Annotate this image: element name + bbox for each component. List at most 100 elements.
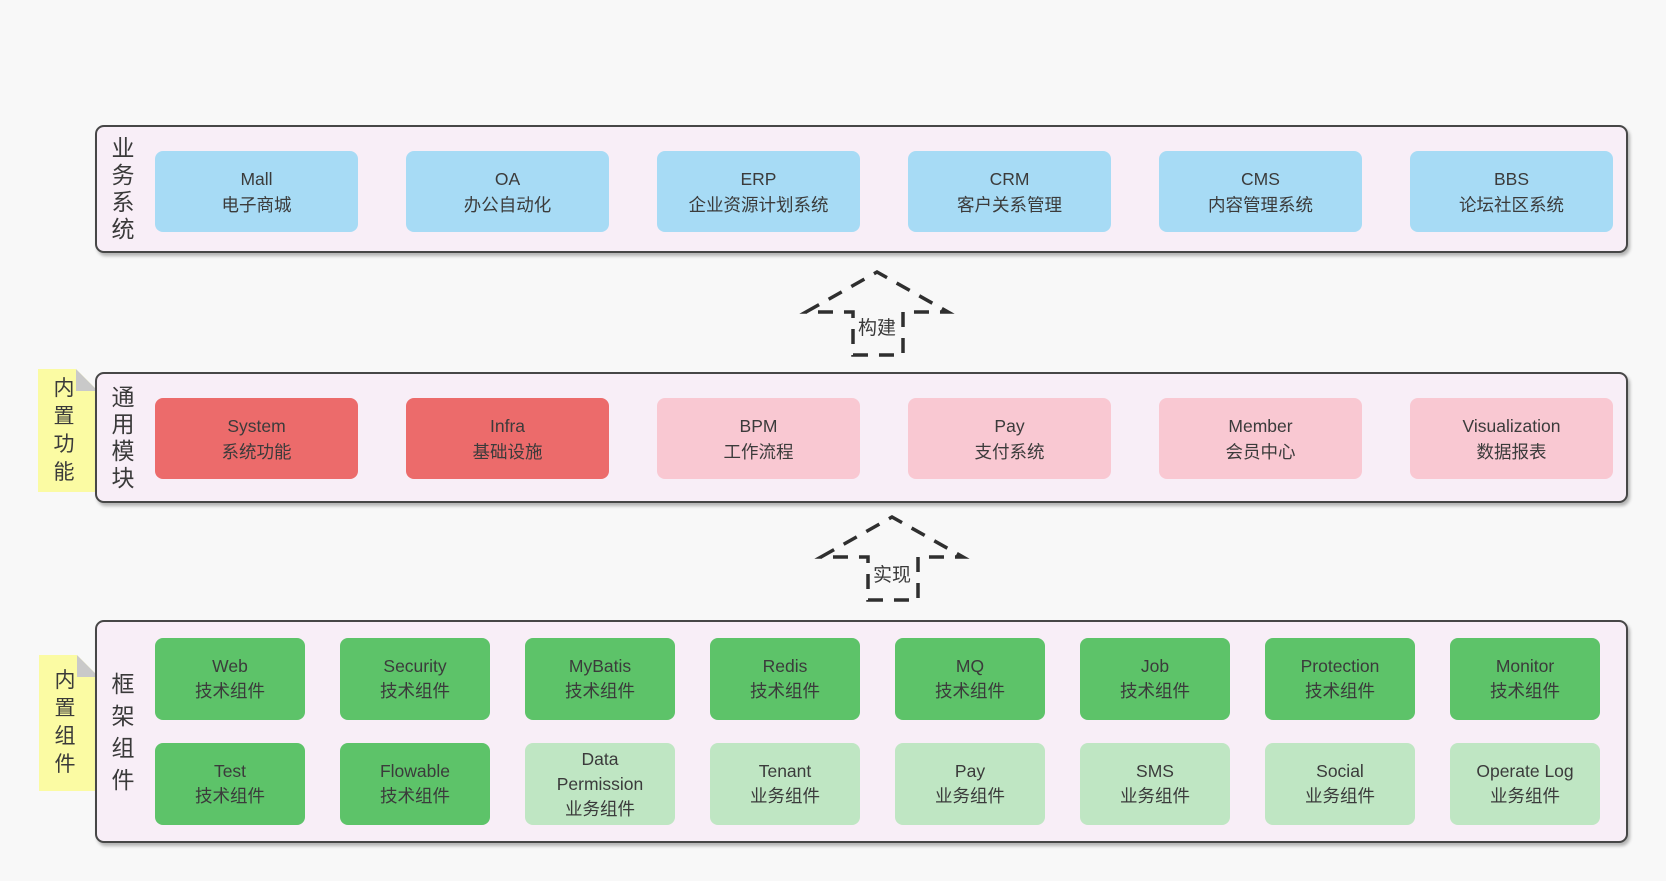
box-label-line: 业务组件 [565,798,635,819]
box-label-line: Pay [954,761,986,781]
box-label-line: 业务组件 [935,786,1005,806]
diagram-box-mybatis: MyBatis 技术组件 [525,638,675,720]
section-label-components: 框架组件 [111,670,135,793]
box-label-line: Mall [240,168,273,189]
diagram-box-social: Social 业务组件 [1265,743,1415,825]
diagram-box-sms: SMS 业务组件 [1080,743,1230,825]
box-label-line: 技术组件 [1305,681,1375,701]
diagram-box-web: Web 技术组件 [155,638,305,720]
box-label-line: Job [1140,656,1170,676]
diagram-box-crm: CRM 客户关系管理 [908,151,1111,232]
box-label-line: 业务组件 [1305,786,1375,806]
box-label-line: 技术组件 [195,786,265,806]
box-label-line: Permission [556,773,644,794]
section-business-systems: 业务系统 Mall 电子商城 OA 办公自动化 ERP 企业资源计划系统 CRM 客户关系管理… [95,125,1628,253]
diagram-box-security: Security 技术组件 [340,638,490,720]
box-label-line: 技术组件 [935,681,1005,701]
box-label-line: 电子商城 [221,194,292,215]
diagram-box-bpm: BPM 工作流程 [657,398,860,479]
diagram-box-member: Member 会员中心 [1159,398,1362,479]
box-label-line: 业务组件 [1490,786,1560,806]
box-label-line: 工作流程 [723,441,794,462]
box-label-line: Tenant [758,761,812,781]
box-label-line: Data [581,748,619,769]
box-label-line: Monitor [1495,656,1555,676]
box-label-line: 内容管理系统 [1208,194,1313,215]
box-label-line: MQ [955,656,985,676]
section-label-business: 业务系统 [111,135,135,242]
diagram-box-oa: OA 办公自动化 [406,151,609,232]
box-label-line: 办公自动化 [463,194,552,215]
diagram-box-tenant: Tenant 业务组件 [710,743,860,825]
section-common-modules: 通用模块 System 系统功能 Infra 基础设施 BPM 工作流程 Pay 支付系统 Me… [95,372,1628,503]
box-label-line: SMS [1136,761,1174,781]
box-label-line: Web [212,656,248,676]
diagram-box-erp: ERP 企业资源计划系统 [657,151,860,232]
build-arrow-icon [799,269,955,357]
box-label-line: 技术组件 [565,681,635,701]
box-label-line: 会员中心 [1225,441,1296,462]
box-label-line: Social [1316,761,1364,781]
box-label-line: CMS [1241,168,1280,189]
box-label-line: Protection [1300,656,1380,676]
business-box-row: Mall 电子商城 OA 办公自动化 ERP 企业资源计划系统 CRM 客户关系管理 CMS 内容… [155,151,1613,232]
box-label-line: Member [1228,415,1293,436]
box-label-line: 支付系统 [974,441,1045,462]
box-label-line: 技术组件 [195,681,265,701]
box-label-line: 技术组件 [380,681,450,701]
build-arrow-label: 构建 [855,312,900,341]
box-label-line: 数据报表 [1476,441,1547,462]
box-label-line: Test [213,761,247,781]
box-label-line: 系统功能 [221,441,292,462]
box-label-line: System [227,415,286,436]
box-label-line: 论坛社区系统 [1459,194,1564,215]
diagram-box-system: System 系统功能 [155,398,358,479]
box-label-line: Infra [489,415,526,436]
box-label-line: BPM [739,415,778,436]
diagram-box-protection: Protection 技术组件 [1265,638,1415,720]
diagram-box-flowable: Flowable 技术组件 [340,743,490,825]
sticky-tab-built-in-components: 内置组件 [39,655,99,791]
box-label-line: 技术组件 [1120,681,1190,701]
diagram-box-infra: Infra 基础设施 [406,398,609,479]
tab-label-built-in-features: 内置功能 [53,376,75,484]
diagram-box-mall: Mall 电子商城 [155,151,358,232]
box-label-line: ERP [740,168,777,189]
diagram-box-test: Test 技术组件 [155,743,305,825]
box-label-line: CRM [989,168,1030,189]
diagram-box-pay: Pay 业务组件 [895,743,1045,825]
diagram-box-operate-log: Operate Log 业务组件 [1450,743,1600,825]
box-label-line: 基础设施 [472,441,543,462]
box-label-line: 企业资源计划系统 [688,194,829,215]
diagram-box-cms: CMS 内容管理系统 [1159,151,1362,232]
box-label-line: 业务组件 [1120,786,1190,806]
box-label-line: Pay [994,415,1025,436]
section-framework-components: 框架组件 Web 技术组件 Security 技术组件 MyBatis 技术组件 Redis… [95,620,1628,843]
box-label-line: 业务组件 [750,786,820,806]
box-label-line: Flowable [379,761,451,781]
tab-label-built-in-components: 内置组件 [54,669,76,776]
box-label-line: Operate Log [1476,761,1574,781]
diagram-box-mq: MQ 技术组件 [895,638,1045,720]
box-label-line: BBS [1493,168,1530,189]
box-label-line: 技术组件 [1490,681,1560,701]
modules-box-row: System 系统功能 Infra 基础设施 BPM 工作流程 Pay 支付系统 Member 会… [155,398,1613,479]
diagram-box-pay: Pay 支付系统 [908,398,1111,479]
box-label-line: MyBatis [568,656,632,676]
diagram-box-monitor: Monitor 技术组件 [1450,638,1600,720]
section-label-modules: 通用模块 [111,383,135,491]
box-label-line: 客户关系管理 [957,194,1062,215]
diagram-box-bbs: BBS 论坛社区系统 [1410,151,1613,232]
box-label-line: OA [494,168,521,189]
sticky-tab-built-in-features: 内置功能 [38,369,98,492]
box-label-line: Security [383,656,447,676]
box-label-line: 技术组件 [380,786,450,806]
implement-arrow-label: 实现 [870,559,915,588]
diagram-box-job: Job 技术组件 [1080,638,1230,720]
